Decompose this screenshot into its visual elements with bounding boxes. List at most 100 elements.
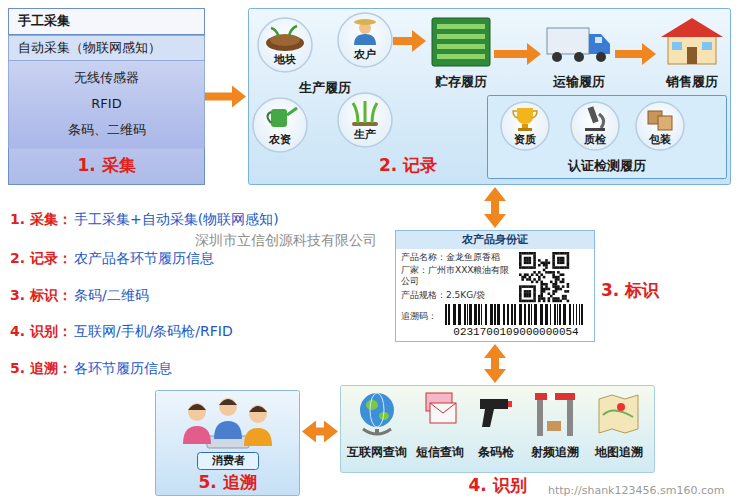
- graphic-part: [287, 108, 297, 115]
- graphic-part: [538, 276, 541, 279]
- graphic-part: [562, 281, 565, 284]
- graphic-part: [214, 421, 242, 439]
- consumer-badge: 消费者: [197, 452, 259, 470]
- graphic-part: [567, 264, 570, 267]
- graphic-part: [567, 259, 570, 262]
- graphic-part: [547, 421, 561, 431]
- node-text: 消费者: [197, 454, 259, 467]
- node-text: 地块: [257, 53, 313, 66]
- record-circle: 生产: [337, 92, 393, 148]
- consumer-panel: 5. 追溯消费者: [155, 390, 300, 496]
- graphic-part: [552, 266, 555, 269]
- graphic-part: [564, 295, 567, 298]
- graphic-part: [545, 266, 548, 269]
- graphic-part: [437, 54, 485, 59]
- graphic-part: [156, 391, 300, 496]
- graphic-part: [533, 295, 536, 298]
- graphic-part: [540, 273, 543, 276]
- graphic-part: [526, 292, 529, 295]
- text-holder: 条码/二维码: [74, 287, 149, 304]
- graphic-part: [188, 404, 206, 410]
- graphic-part: [478, 304, 480, 325]
- graphic-part: [266, 35, 304, 51]
- graphic-part: [526, 295, 529, 298]
- graphic-part: [585, 128, 605, 131]
- graphic-part: [533, 259, 536, 262]
- node-text: 手工采集: [18, 13, 198, 29]
- graphic-part: [531, 304, 532, 325]
- node-text: 自动采集（物联网感知）: [18, 40, 198, 56]
- graphic-part: [469, 304, 472, 325]
- graphic-part: [555, 276, 558, 279]
- graphic-part: [548, 288, 551, 291]
- graphic-part: [519, 297, 522, 300]
- graphic-part: [524, 290, 527, 293]
- graphic-part: [519, 292, 522, 295]
- graphic-part: [540, 295, 543, 298]
- graphic-part: [536, 281, 539, 284]
- graphic-part: [370, 393, 384, 427]
- graphic-part: [437, 44, 485, 49]
- graphic-part: [533, 297, 536, 300]
- graphic-part: [574, 52, 584, 62]
- graphic-part: [571, 102, 619, 150]
- graphic-part: [567, 257, 570, 260]
- graphic-part: [524, 304, 526, 325]
- text-holder: 1. 采集: [8, 155, 205, 175]
- graphic-part: [249, 406, 267, 412]
- graphic-part: [564, 266, 567, 269]
- text-holder: 射频追溯: [524, 445, 586, 459]
- graphic-part: [526, 262, 529, 265]
- graphic-part: [528, 304, 530, 325]
- graphic-part: [533, 290, 536, 293]
- graphic-part: [557, 278, 560, 281]
- graphic-part: [524, 295, 527, 298]
- text-holder: 追溯码：: [401, 311, 443, 322]
- graphic-part: [540, 285, 543, 288]
- graphic-part: [353, 101, 377, 123]
- node-text: 质检: [570, 133, 620, 146]
- graphic-part: [9, 62, 205, 149]
- graphic-part: [529, 285, 532, 288]
- text-holder: 认证检测履历: [487, 158, 727, 174]
- node-text: 包装: [635, 133, 685, 146]
- text-holder: 包装: [635, 133, 685, 146]
- graphic-part: [555, 285, 558, 288]
- graphic-part: [555, 288, 558, 291]
- flow-arrow: [491, 358, 499, 369]
- graphic-part: [567, 262, 570, 265]
- graphic-part: [526, 300, 529, 303]
- graphic-part: [531, 273, 534, 276]
- graphic-part: [543, 276, 546, 279]
- graphic-part: [526, 290, 529, 293]
- graphic-part: [513, 111, 537, 118]
- graphic-part: [552, 271, 555, 274]
- graphic-part: [550, 295, 553, 298]
- graphic-part: [557, 257, 560, 260]
- graphic-part: [183, 426, 211, 444]
- graphic-part: [555, 300, 558, 303]
- graphic-part: [519, 295, 522, 298]
- graphic-part: [354, 19, 376, 25]
- graphic-part: [360, 393, 394, 427]
- collect-bar: 手工采集: [8, 8, 205, 35]
- graphic-part: [519, 285, 522, 288]
- graphic-part: [244, 428, 272, 446]
- graphic-part: [661, 18, 723, 37]
- collect-bar: 自动采集（物联网感知）: [8, 35, 205, 61]
- graphic-part: [453, 304, 456, 325]
- graphic-part: [534, 304, 537, 325]
- graphic-part: [552, 254, 555, 257]
- graphic-part: [564, 290, 567, 293]
- graphic-part: [563, 304, 566, 325]
- text-holder: 手工采集: [18, 13, 198, 29]
- text-holder: 3. 标识: [601, 280, 663, 300]
- graphic-part: [548, 297, 551, 300]
- graphic-part: [375, 429, 379, 435]
- graphic-part: [543, 269, 546, 272]
- graphic-part: [533, 278, 536, 281]
- graphic-part: [524, 273, 527, 276]
- node-text: 1. 采集: [8, 155, 205, 175]
- graphic-part: [529, 262, 532, 265]
- graphic-part: [545, 288, 548, 291]
